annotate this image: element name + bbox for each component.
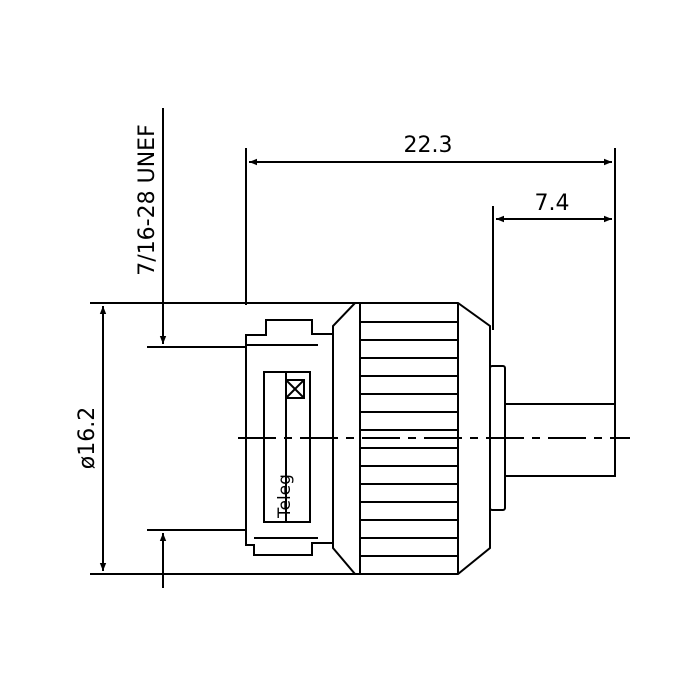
dimension-diameter-label: ø16.2 xyxy=(75,407,100,469)
dimension-overall-length-label: 22.3 xyxy=(404,133,453,158)
dimension-diameter xyxy=(90,302,355,575)
dimension-overall-length xyxy=(245,148,616,405)
dimension-cable-length xyxy=(492,206,612,330)
o-ring xyxy=(285,379,305,399)
brand-mark: Teleg xyxy=(275,474,295,519)
cable-jacket xyxy=(504,403,616,477)
dimension-cable-length-label: 7.4 xyxy=(535,191,570,216)
dimension-thread-label: 7/16-28 UNEF xyxy=(135,124,160,275)
knurl-lines xyxy=(360,321,458,557)
